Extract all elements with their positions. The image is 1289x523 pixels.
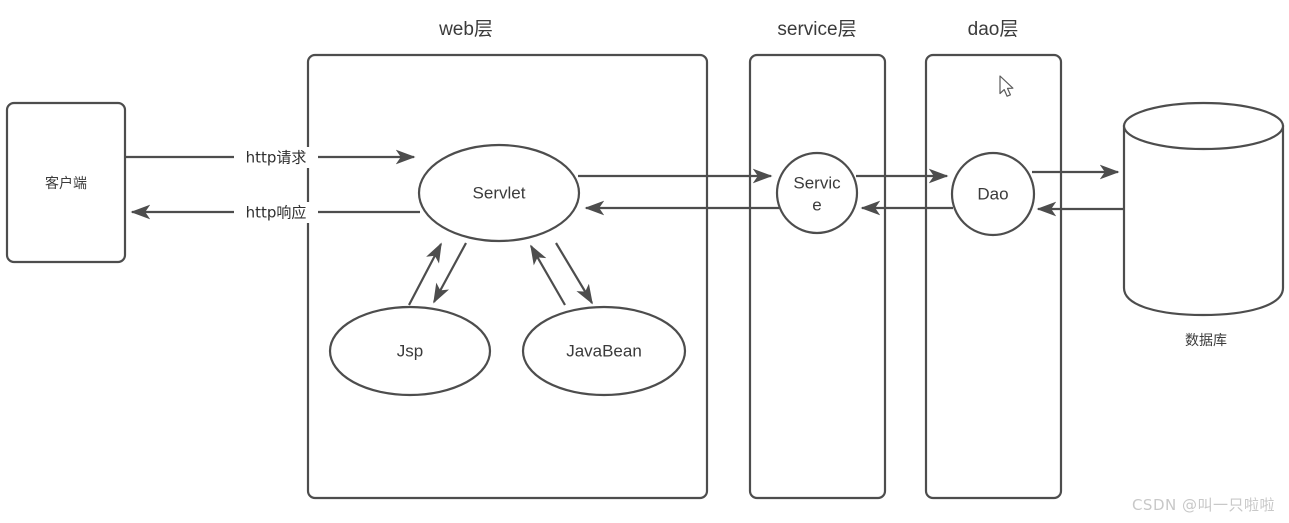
edge-jsp-to-servlet [408, 242, 442, 306]
node-client[interactable]: 客户端 [5, 101, 127, 264]
web-layer-title: web层 [438, 19, 493, 40]
edge-label-http-request: http请求 [234, 147, 318, 168]
csdn-watermark: CSDN @叫一只啦啦 [1131, 496, 1275, 514]
jsp-label: Jsp [397, 341, 423, 360]
jsp-ellipse[interactable] [328, 305, 492, 397]
edge-label-http-response: http响应 [234, 202, 318, 223]
client-label: 客户端 [45, 175, 87, 192]
javabean-label: JavaBean [566, 341, 642, 360]
database-cylinder-top[interactable] [1122, 101, 1285, 151]
service-label-line2: e [812, 195, 821, 214]
dao-label: Dao [977, 184, 1008, 203]
http-request-label-bg [234, 147, 318, 168]
database-label: 数据库 [1185, 333, 1227, 349]
edge-servlet-to-javabean [555, 242, 593, 305]
service-circle[interactable] [775, 151, 859, 235]
node-service[interactable]: Servic e [775, 151, 859, 235]
node-jsp[interactable]: Jsp [328, 305, 492, 397]
client-box[interactable] [5, 101, 127, 264]
dao-circle[interactable] [950, 151, 1036, 237]
edge-javabean-to-servlet [530, 244, 566, 306]
service-label-line1: Servic [793, 173, 841, 192]
node-dao[interactable]: Dao [950, 151, 1036, 237]
node-servlet[interactable]: Servlet [417, 143, 581, 243]
javabean-ellipse[interactable] [521, 305, 687, 397]
layer-container-dao: dao层 [924, 19, 1063, 500]
dao-layer-box [924, 53, 1063, 500]
http-response-label-bg [234, 202, 318, 223]
http-request-label: http请求 [246, 149, 307, 167]
database-cylinder-body[interactable] [1122, 124, 1285, 317]
dao-layer-title: dao层 [968, 19, 1019, 40]
servlet-label: Servlet [473, 183, 526, 202]
node-javabean[interactable]: JavaBean [521, 305, 687, 397]
layer-container-service: service层 [748, 19, 887, 500]
http-response-label: http响应 [246, 204, 307, 222]
edge-servlet-to-jsp [433, 242, 467, 304]
servlet-ellipse[interactable] [417, 143, 581, 243]
service-layer-box [748, 53, 887, 500]
web-layer-box [306, 53, 709, 500]
layer-container-web: web层 [306, 19, 709, 500]
service-layer-title: service层 [777, 19, 856, 40]
node-database[interactable]: 数据库 [1122, 101, 1285, 349]
